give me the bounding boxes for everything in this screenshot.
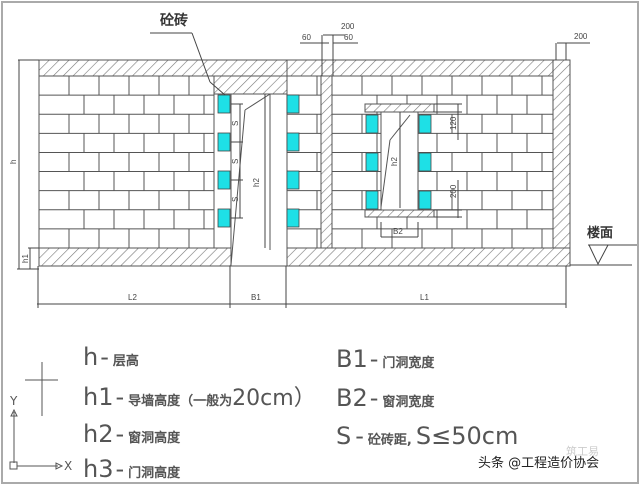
- floor-label: 楼面: [587, 225, 613, 241]
- left-dimensions: [17, 59, 39, 270]
- concrete-stop-blocks: [217, 94, 432, 228]
- concrete-stop-block: [217, 170, 231, 190]
- ucs-y-label: Y: [9, 394, 18, 408]
- dim-label-b1: B1: [251, 293, 261, 302]
- legend-right: B1-门洞宽度 B2-窗洞宽度 S-砼砖距,S≤50cm: [336, 345, 518, 450]
- dim-label-200-top: 200: [341, 22, 355, 31]
- bottom-dimensions: [37, 266, 567, 308]
- concrete-beams: [38, 59, 571, 267]
- door-lintel: [213, 75, 288, 95]
- concrete-stop-block: [217, 94, 231, 114]
- dim-label-door-height: h2: [252, 178, 261, 187]
- window-sill: [364, 209, 435, 218]
- dim-label-window-200: 200: [449, 184, 458, 198]
- concrete-stop-block: [365, 114, 379, 134]
- concrete-stop-block: [286, 208, 300, 228]
- end-column: [552, 59, 571, 249]
- dim-label-s3: S: [231, 197, 240, 202]
- dim-label-b2: B2: [393, 227, 403, 236]
- stop-brick-label: 砼砖: [160, 12, 188, 29]
- column: [320, 75, 333, 249]
- dim-label-window-120: 120: [449, 116, 458, 130]
- dim-label-60-left: 60: [302, 33, 311, 42]
- stop-brick-leader: [150, 32, 226, 96]
- concrete-stop-block: [365, 152, 379, 172]
- concrete-stop-block: [217, 208, 231, 228]
- brick-region: [331, 75, 554, 249]
- concrete-stop-block: [418, 114, 432, 134]
- dim-label-s2: S: [231, 159, 240, 164]
- legend-item-h3: h3-门洞高度: [83, 455, 181, 483]
- dim-label-h: h: [9, 160, 18, 164]
- dim-label-200-right: 200: [574, 32, 588, 41]
- watermark-faint: 筑工易: [566, 444, 599, 458]
- door-swing-lines: [230, 93, 271, 266]
- stop-spacing-dims: [231, 103, 243, 219]
- bottom-guide-wall-left: [38, 247, 232, 267]
- dim-label-l1: L1: [420, 293, 429, 302]
- dim-label-h1: h1: [21, 254, 30, 263]
- legend-item-h2: h2-窗洞高度: [83, 420, 181, 448]
- legend-item-h: h-层高: [83, 343, 139, 371]
- bottom-guide-wall-right: [286, 247, 571, 267]
- dim-label-window-height: h2: [390, 157, 399, 166]
- floor-level-marker: [570, 244, 637, 266]
- window-lintel: [364, 103, 435, 113]
- brick-region: [38, 75, 215, 249]
- legend-item-h1: h1-导墙高度（一般为20cm）: [83, 383, 316, 411]
- legend-left: h-层高 h1-导墙高度（一般为20cm） h2-窗洞高度 h3-门洞高度: [83, 343, 316, 483]
- legend-item-b2: B2-窗洞宽度: [336, 384, 435, 412]
- window-dimensions: [380, 103, 462, 238]
- dim-label-60-right: 60: [344, 33, 353, 42]
- concrete-stop-block: [365, 190, 379, 210]
- dim-label-l2: L2: [128, 293, 137, 302]
- concrete-stop-block: [217, 132, 231, 152]
- concrete-stop-block: [286, 132, 300, 152]
- watermark-text: 头条 @工程造价协会: [478, 455, 599, 471]
- legend-item-b1: B1-门洞宽度: [336, 345, 435, 373]
- concrete-stop-block: [286, 170, 300, 190]
- dim-label-s1: S: [231, 121, 240, 126]
- legend-item-s: S-砼砖距,S≤50cm: [336, 422, 518, 450]
- ucs-icon: [9, 362, 64, 470]
- concrete-stop-block: [286, 94, 300, 114]
- concrete-stop-block: [418, 190, 432, 210]
- top-beam-left: [38, 59, 288, 77]
- concrete-stop-block: [418, 152, 432, 172]
- ucs-x-label: X: [64, 459, 72, 473]
- top-dimensions: [300, 34, 590, 76]
- top-beam-right: [286, 59, 557, 77]
